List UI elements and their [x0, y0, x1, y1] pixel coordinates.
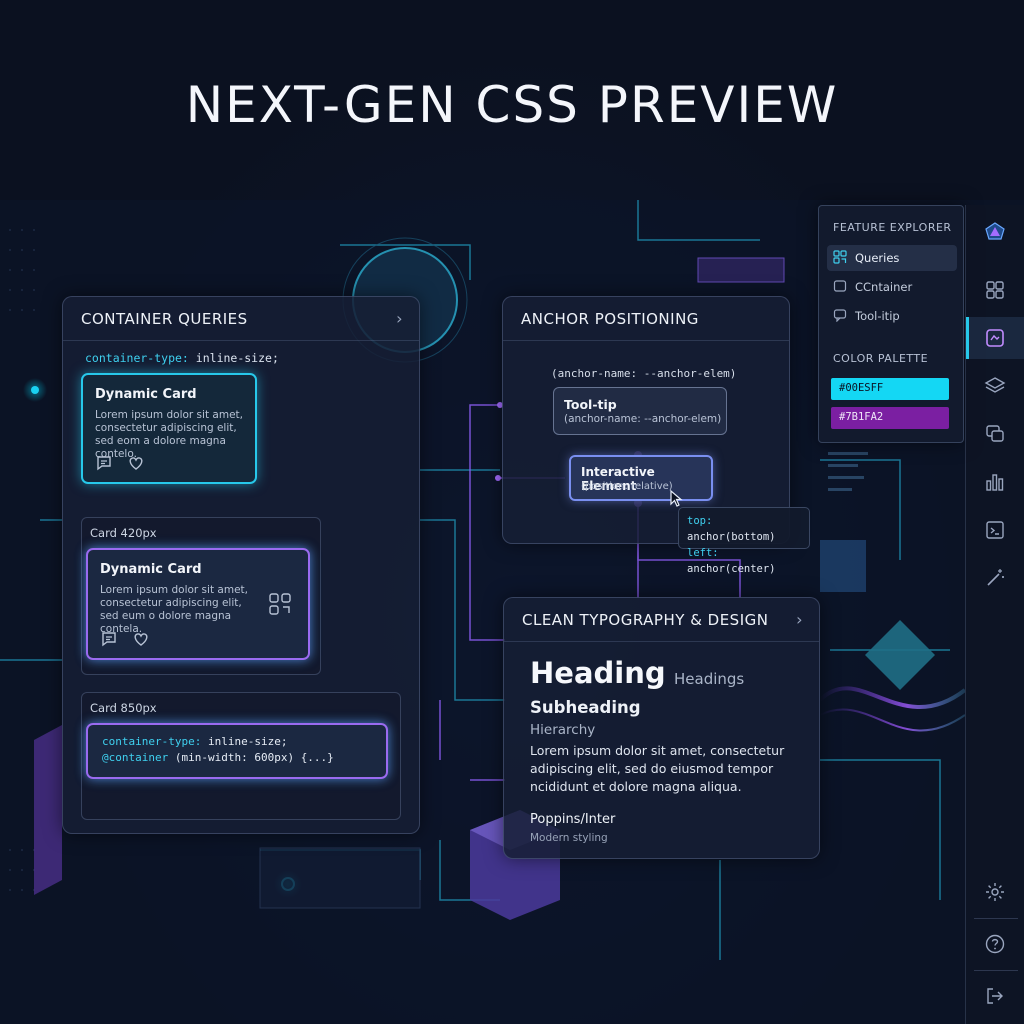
dynamic-card-1[interactable]: Dynamic Card Lorem ipsum dolor sit amet,… [81, 373, 257, 484]
cursor-icon [670, 490, 683, 507]
chevron-right-icon[interactable]: › [796, 610, 803, 629]
code-value: anchor(bottom) [687, 531, 776, 543]
comment-icon[interactable] [95, 454, 113, 472]
code-value: (min-width: 600px) {...} [174, 751, 334, 764]
card-420-container: Card 420px Dynamic Card Lorem ipsum dolo… [81, 517, 321, 675]
chart-icon[interactable] [984, 471, 1006, 493]
code-key: @container [102, 751, 169, 764]
swatch-purple[interactable]: #7B1FA2 [831, 407, 949, 429]
code-value: inline-size; [207, 735, 288, 748]
font-name: Poppins/Inter [530, 812, 616, 827]
container-queries-title: CONTAINER QUERIES [81, 310, 248, 328]
terminal-icon[interactable] [984, 519, 1006, 541]
tooltip-title: Tool-tip [564, 397, 617, 412]
card-850-label: Card 850px [90, 701, 157, 715]
sample-hierarchy: Hierarchy [530, 722, 596, 738]
grid-icon [269, 593, 291, 615]
explorer-item-queries[interactable]: Queries [827, 245, 957, 271]
sample-heading-caption: Headings [674, 670, 745, 688]
anchor-positioning-panel: ANCHOR POSITIONING (anchor-name: --ancho… [502, 296, 790, 544]
container-code-card[interactable]: container-type: inline-size; @container … [86, 723, 388, 779]
sample-body-text: Lorem ipsum dolor sit amet, consectetur … [530, 743, 785, 794]
sample-heading: Heading [530, 656, 666, 690]
chevron-right-icon[interactable]: › [396, 309, 403, 328]
explorer-item-tooltip[interactable]: Tool-itip [827, 303, 957, 329]
card-text: Lorem ipsum dolor sit amet, consectetur … [95, 409, 243, 460]
explorer-item-label: Queries [855, 251, 900, 265]
help-icon[interactable] [984, 933, 1006, 955]
logo-icon[interactable] [984, 221, 1006, 243]
rail-divider [974, 918, 1018, 919]
layers-icon[interactable] [984, 375, 1006, 397]
container-type-code: container-type: inline-size; [85, 351, 279, 365]
code-value: anchor(center) [687, 563, 776, 575]
typography-title: CLEAN TYPOGRAPHY & DESIGN [522, 611, 769, 629]
preview-icon[interactable] [984, 327, 1006, 349]
heart-icon[interactable] [127, 454, 145, 472]
right-rail [965, 205, 1024, 1024]
explorer-item-label: Tool-itip [855, 309, 900, 323]
tooltip-box[interactable]: Tool-tip (anchor-name: --anchor-elem) [553, 387, 727, 435]
code-key: container-type: [102, 735, 202, 748]
feature-explorer-panel: FEATURE EXPLORER Queries CCntainer Tool-… [818, 205, 964, 443]
card-420-label: Card 420px [90, 526, 157, 540]
tooltip-icon [833, 309, 847, 322]
typography-header[interactable]: CLEAN TYPOGRAPHY & DESIGN › [504, 598, 819, 642]
font-description: Modern styling [530, 832, 608, 844]
chat-icon[interactable] [984, 423, 1006, 445]
sample-subheading: Subheading [530, 698, 641, 717]
rail-divider [974, 970, 1018, 971]
explorer-item-label: CCntainer [855, 280, 913, 294]
anchor-positioning-header[interactable]: ANCHOR POSITIONING [503, 297, 789, 341]
interactive-element-subtitle: (position: relative) [581, 481, 673, 492]
rail-active-indicator [966, 317, 1024, 359]
explorer-item-container[interactable]: CCntainer [827, 274, 957, 300]
anchor-code-popup: top: anchor(bottom) left: anchor(center) [678, 507, 810, 575]
dynamic-card-2[interactable]: Dynamic Card Lorem ipsum dolor sit amet,… [86, 548, 310, 660]
logout-icon[interactable] [984, 985, 1006, 1007]
tooltip-subtitle: (anchor-name: --anchor-elem) [564, 413, 722, 425]
feature-explorer-heading: FEATURE EXPLORER [833, 221, 952, 234]
card-title: Dynamic Card [95, 387, 197, 402]
code-key: container-type: [85, 351, 189, 365]
color-palette-heading: COLOR PALETTE [833, 352, 929, 365]
interactive-element[interactable]: Interactive Element (position: relative) [569, 455, 713, 501]
heart-icon[interactable] [132, 630, 150, 648]
dashboard-icon[interactable] [984, 279, 1006, 301]
typography-panel: CLEAN TYPOGRAPHY & DESIGN › Heading Head… [503, 597, 820, 859]
container-icon [833, 280, 847, 292]
code-value: inline-size; [195, 351, 279, 365]
card-text: Lorem ipsum dolor sit amet, consectetur … [100, 584, 248, 635]
container-queries-panel: CONTAINER QUERIES › container-type: inli… [62, 296, 420, 834]
grid-icon [833, 250, 847, 264]
settings-icon[interactable] [984, 881, 1006, 903]
code-key: top: [687, 515, 713, 527]
magic-wand-icon[interactable] [984, 567, 1006, 589]
page-title: NEXT-GEN CSS PREVIEW [185, 76, 839, 134]
anchor-positioning-title: ANCHOR POSITIONING [521, 310, 699, 328]
interactive-element-title: Interactive Element [581, 465, 655, 493]
comment-icon[interactable] [100, 630, 118, 648]
card-title: Dynamic Card [100, 562, 202, 577]
container-queries-header[interactable]: CONTAINER QUERIES › [63, 297, 419, 341]
code-key: left: [687, 547, 719, 559]
card-850-container: Card 850px container-type: inline-size; … [81, 692, 401, 820]
anchor-name-code: (anchor-name: --anchor-elem) [551, 367, 737, 380]
swatch-cyan[interactable]: #00ESFF [831, 378, 949, 400]
